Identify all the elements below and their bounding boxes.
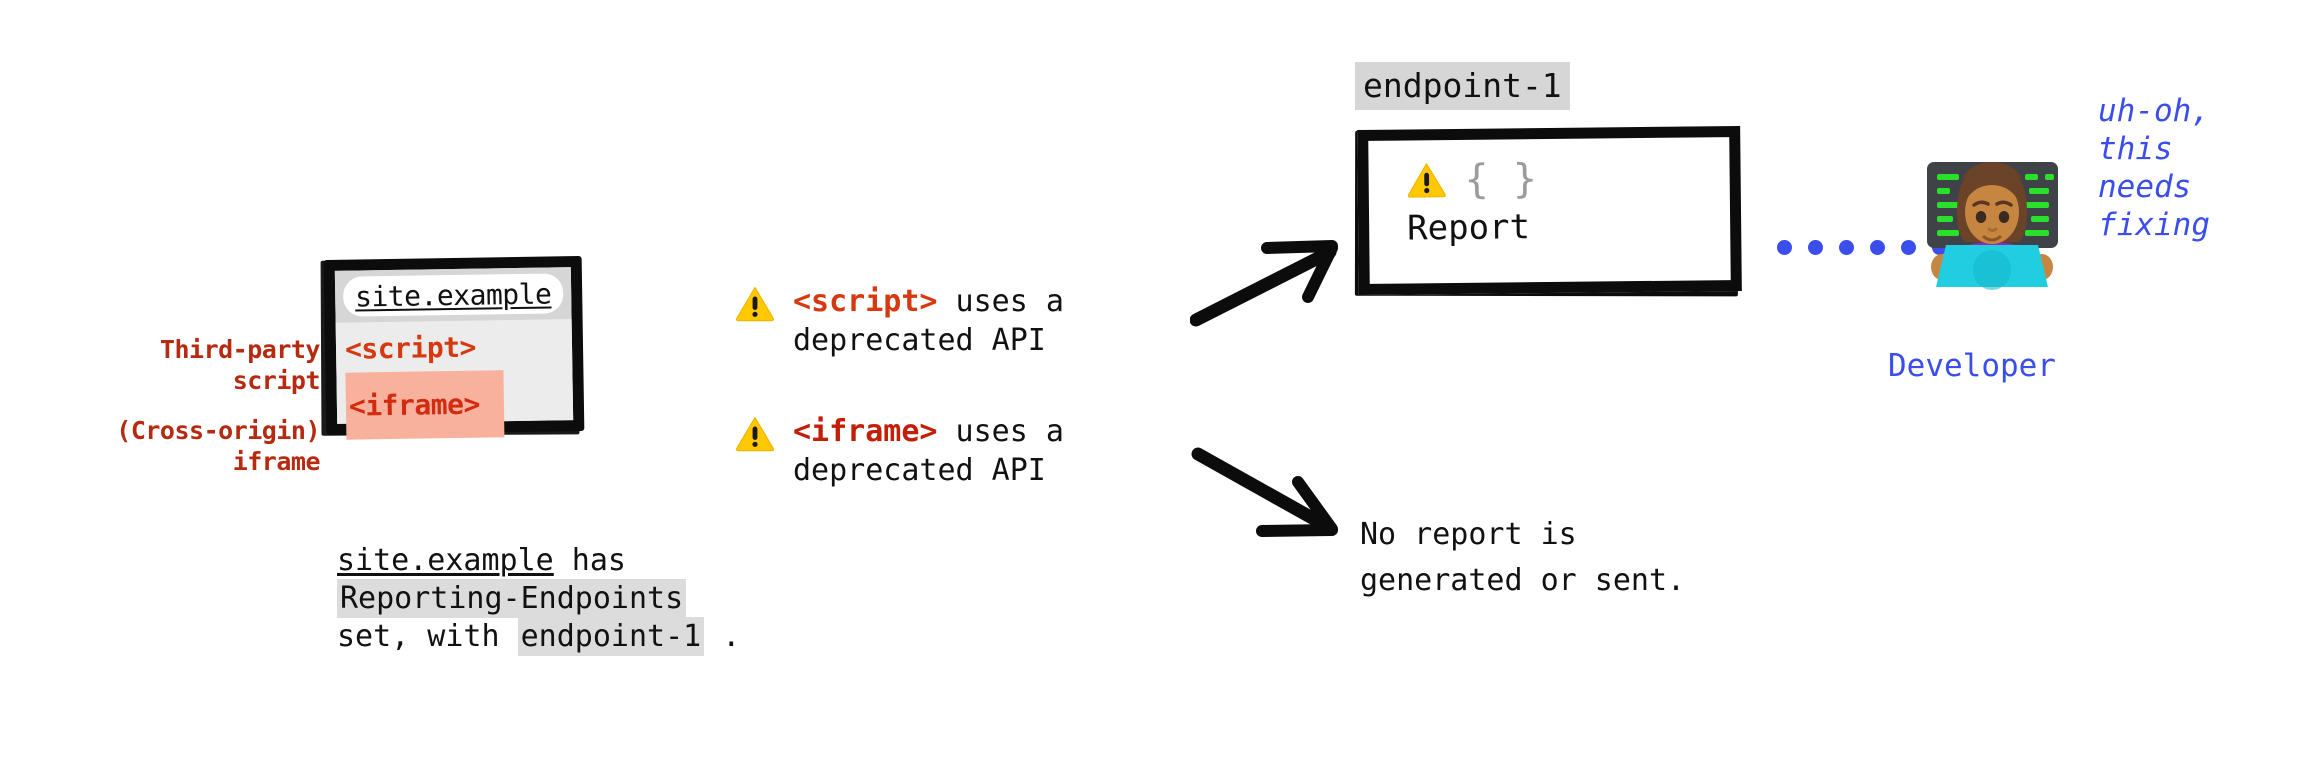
developer-quote: uh-oh, this needs fixing (2098, 92, 2210, 244)
json-braces-icon: { } (1464, 156, 1538, 203)
annotation-third-party-script: Third-party script (60, 334, 321, 396)
annotation-cross-origin-iframe: (Cross-origin) iframe (60, 415, 320, 477)
caption-header-code: Reporting-Endpoints (337, 579, 687, 618)
url-text: site.example (354, 276, 552, 314)
warning-rest: uses a (937, 284, 1064, 319)
caption-line-1: site.example has (337, 542, 740, 580)
annotation-line: Third-party (159, 335, 321, 364)
no-report-line-1: No report is (1360, 517, 1577, 552)
side-annotations: Third-party script (Cross-origin) iframe (60, 334, 320, 477)
warning-line-1: <iframe> uses a (793, 414, 1064, 449)
annotation-line: script (232, 366, 321, 395)
warning-tag: <script> (793, 284, 938, 319)
warning-tag: <iframe> (793, 414, 938, 449)
report-label: Report (1406, 207, 1531, 249)
caption-line-3: set, with endpoint-1 . (337, 617, 741, 656)
browser-viewport: <script> <iframe> (335, 319, 574, 440)
developer-label: Developer (1888, 348, 2056, 384)
quote-line: fixing (2098, 207, 2210, 243)
arrow-to-no-report-icon (1191, 447, 1338, 537)
warning-text-script: <script> uses a deprecated API (793, 282, 1064, 360)
warning-rest: uses a (937, 414, 1064, 449)
browser-window: site.example <script> <iframe> (320, 255, 585, 440)
connector-dot (1870, 240, 1885, 255)
report-content: { } Report (1406, 156, 1538, 249)
connector-dot (1808, 240, 1823, 255)
warning-line-2: deprecated API (793, 323, 1046, 358)
no-report-line-2: generated or sent. (1360, 563, 1686, 598)
connector-dot (1839, 240, 1854, 255)
iframe-highlight-block: <iframe> (345, 370, 505, 440)
report-box: { } Report (1354, 125, 1742, 297)
browser-caption: site.example has Reporting-Endpoints set… (337, 542, 740, 656)
caption-line-2: Reporting-Endpoints (337, 579, 740, 618)
caption-site-link: site.example (337, 543, 554, 578)
caption-endpoint-code: endpoint-1 (517, 617, 705, 656)
warning-row-script: <script> uses a deprecated API (735, 282, 1064, 360)
warning-line-2: deprecated API (793, 453, 1046, 488)
annotation-line: (Cross-origin) (116, 416, 320, 445)
iframe-tag-text: <iframe> (348, 387, 481, 423)
browser-frame: site.example <script> <iframe> (323, 255, 585, 440)
connector-dot (1901, 240, 1916, 255)
quote-line: this (2098, 131, 2173, 167)
arrow-to-report-icon (1190, 240, 1338, 327)
caption-line-3-prefix: set, with (337, 619, 518, 654)
warning-triangle-icon (735, 286, 775, 322)
caption-line-1-rest: has (553, 543, 626, 578)
report-icon-row: { } (1406, 156, 1538, 203)
warning-row-iframe: <iframe> uses a deprecated API (735, 412, 1064, 490)
warning-line-1: <script> uses a (793, 284, 1064, 319)
report-frame: { } Report (1357, 125, 1742, 296)
script-tag-text: <script> (344, 330, 477, 366)
no-report-text: No report is generated or sent. (1360, 512, 1685, 604)
browser-chrome: site.example (334, 267, 572, 323)
warning-triangle-icon (1407, 163, 1446, 198)
woman-technologist-emoji (1927, 162, 2058, 290)
warning-triangle-icon (735, 416, 775, 452)
annotation-line: iframe (232, 447, 321, 476)
warning-text-iframe: <iframe> uses a deprecated API (793, 412, 1064, 490)
url-bar[interactable]: site.example (342, 273, 564, 317)
quote-line: uh-oh, (2098, 93, 2210, 129)
endpoint-label: endpoint-1 (1355, 62, 1570, 110)
quote-line: needs (2098, 169, 2192, 205)
caption-line-3-suffix: . (704, 619, 741, 654)
connector-dot (1777, 240, 1792, 255)
